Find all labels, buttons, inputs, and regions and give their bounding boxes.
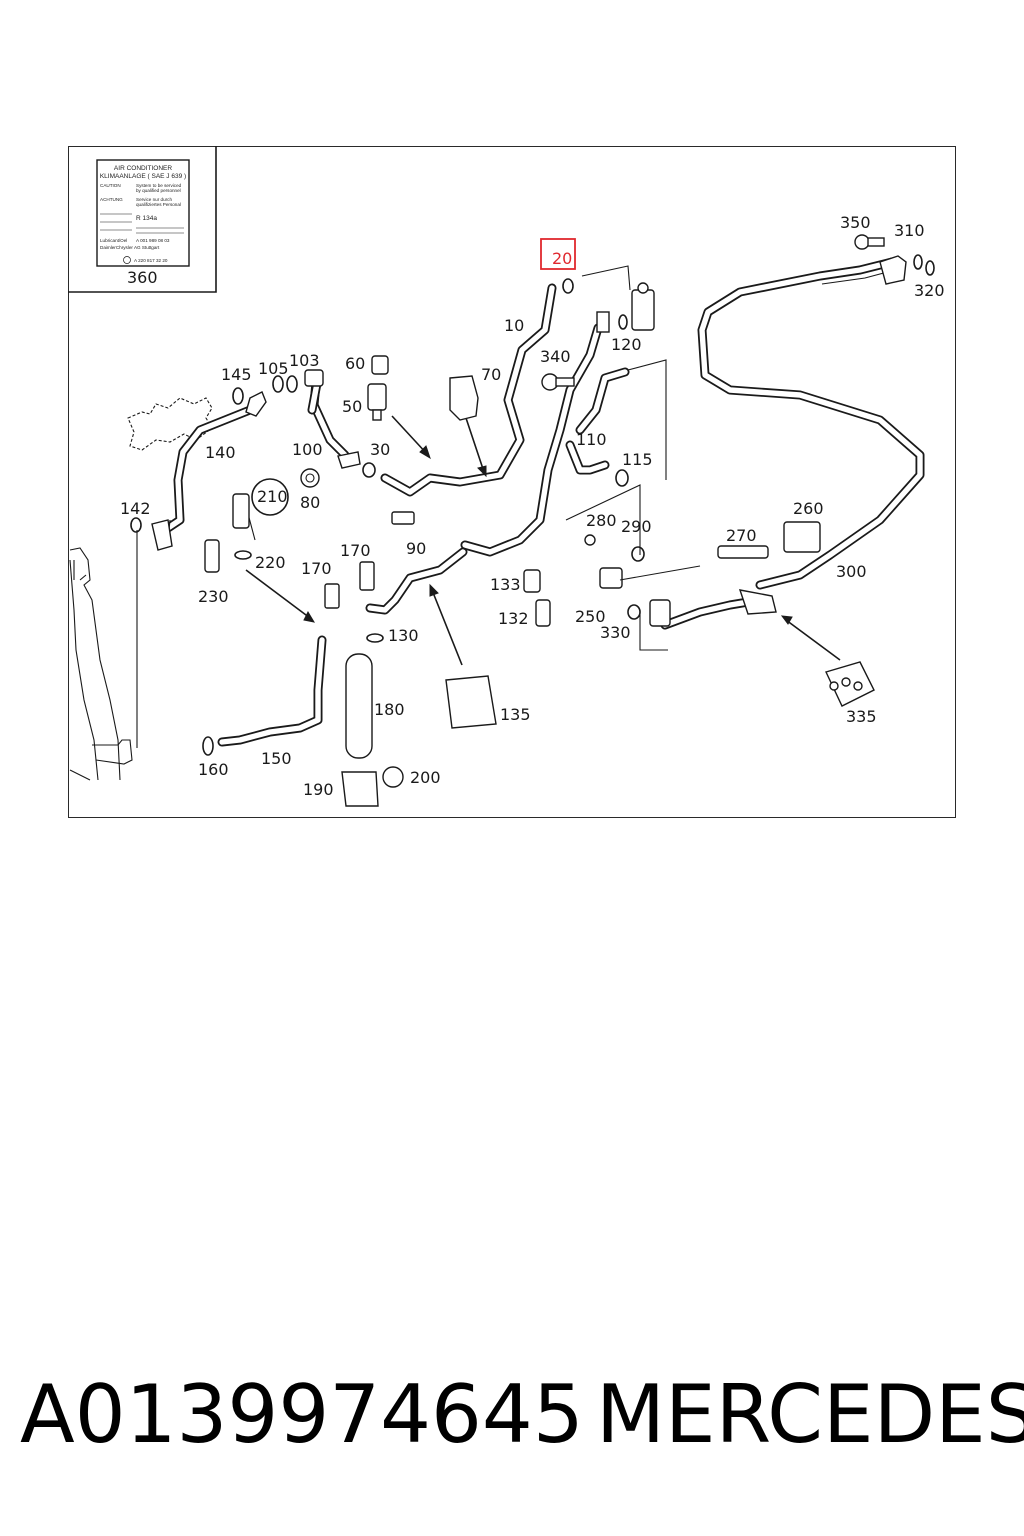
callout-210: 210 bbox=[257, 487, 288, 506]
refrigerant-lines bbox=[163, 257, 925, 747]
small-parts bbox=[130, 234, 935, 807]
callout-310: 310 bbox=[894, 221, 925, 240]
brand-name: MERCEDES bbox=[596, 1368, 1024, 1461]
callout-labels: 10 20 30 50 60 70 80 90 100 103 105 110 … bbox=[120, 213, 945, 799]
callout-260: 260 bbox=[793, 499, 824, 518]
plate-achtung-text: Service nur durch bbox=[136, 197, 172, 202]
plate-maker: DaimlerChrysler AG Stuttgart bbox=[100, 245, 160, 250]
callout-170-left: 170 bbox=[301, 559, 332, 578]
plate-caution: CAUTION bbox=[100, 183, 121, 188]
highlight-box-20 bbox=[540, 238, 576, 270]
callout-330: 330 bbox=[600, 623, 631, 642]
callout-100: 100 bbox=[292, 440, 323, 459]
callout-335: 335 bbox=[846, 707, 877, 726]
callout-350: 350 bbox=[840, 213, 871, 232]
callout-290: 290 bbox=[621, 517, 652, 536]
callout-110: 110 bbox=[576, 430, 607, 449]
callout-105: 105 bbox=[258, 359, 289, 378]
radiator-outline bbox=[69, 530, 138, 781]
callout-30: 30 bbox=[370, 440, 390, 459]
callout-133: 133 bbox=[490, 575, 521, 594]
callout-70: 70 bbox=[481, 365, 501, 384]
callout-145: 145 bbox=[221, 365, 252, 384]
callout-60: 60 bbox=[345, 354, 365, 373]
callout-280: 280 bbox=[586, 511, 617, 530]
callout-140: 140 bbox=[205, 443, 236, 462]
plate-subtitle: KLIMAANLAGE ( SAE J 639 ) bbox=[100, 173, 186, 180]
plate-caution-text: System to be serviced bbox=[136, 183, 182, 188]
callout-120: 120 bbox=[611, 335, 642, 354]
callout-20: 20 bbox=[552, 249, 572, 268]
plate-part-number: A 220 817 32 20 bbox=[134, 258, 168, 263]
part-number: A0139974645 bbox=[20, 1368, 584, 1461]
callout-320: 320 bbox=[914, 281, 945, 300]
callout-170-right: 170 bbox=[340, 541, 371, 560]
callout-220: 220 bbox=[255, 553, 286, 572]
callout-160: 160 bbox=[198, 760, 229, 779]
callout-142: 142 bbox=[120, 499, 151, 518]
plate-achtung-text-2: qualifiziertes Personal bbox=[136, 202, 181, 207]
callout-300: 300 bbox=[836, 562, 867, 581]
plate-achtung: ACHTUNG bbox=[100, 197, 123, 202]
callout-10: 10 bbox=[504, 316, 524, 335]
callout-103: 103 bbox=[289, 351, 320, 370]
callout-230: 230 bbox=[198, 587, 229, 606]
callout-135: 135 bbox=[500, 705, 531, 724]
callout-190: 190 bbox=[303, 780, 334, 799]
callout-250: 250 bbox=[575, 607, 606, 626]
plate-title: AIR CONDITIONER bbox=[114, 165, 172, 172]
callout-80: 80 bbox=[300, 493, 320, 512]
footer: A0139974645 MERCEDES bbox=[0, 1368, 1024, 1468]
callout-150: 150 bbox=[261, 749, 292, 768]
pointer-arrows bbox=[245, 415, 841, 666]
engine-sketch bbox=[127, 397, 213, 451]
leader-frames bbox=[167, 265, 668, 651]
callout-200: 200 bbox=[410, 768, 441, 787]
callout-360: 360 bbox=[127, 268, 158, 287]
callout-130: 130 bbox=[388, 626, 419, 645]
label-plate-360: AIR CONDITIONER KLIMAANLAGE ( SAE J 639 … bbox=[68, 146, 217, 293]
diagram-frame bbox=[68, 146, 956, 818]
plate-caution-text-2: by qualified personnel bbox=[136, 188, 181, 193]
callout-132: 132 bbox=[498, 609, 529, 628]
plate-refrigerant: R 134a bbox=[136, 215, 157, 222]
callout-270: 270 bbox=[726, 526, 757, 545]
callout-180: 180 bbox=[374, 700, 405, 719]
callout-340: 340 bbox=[540, 347, 571, 366]
callout-90: 90 bbox=[406, 539, 426, 558]
callout-115: 115 bbox=[622, 450, 653, 469]
callout-50: 50 bbox=[342, 397, 362, 416]
plate-oil-label: Lubricant/Oel bbox=[100, 238, 127, 243]
plate-oil-value: A 001 989 08 03 bbox=[136, 238, 170, 243]
